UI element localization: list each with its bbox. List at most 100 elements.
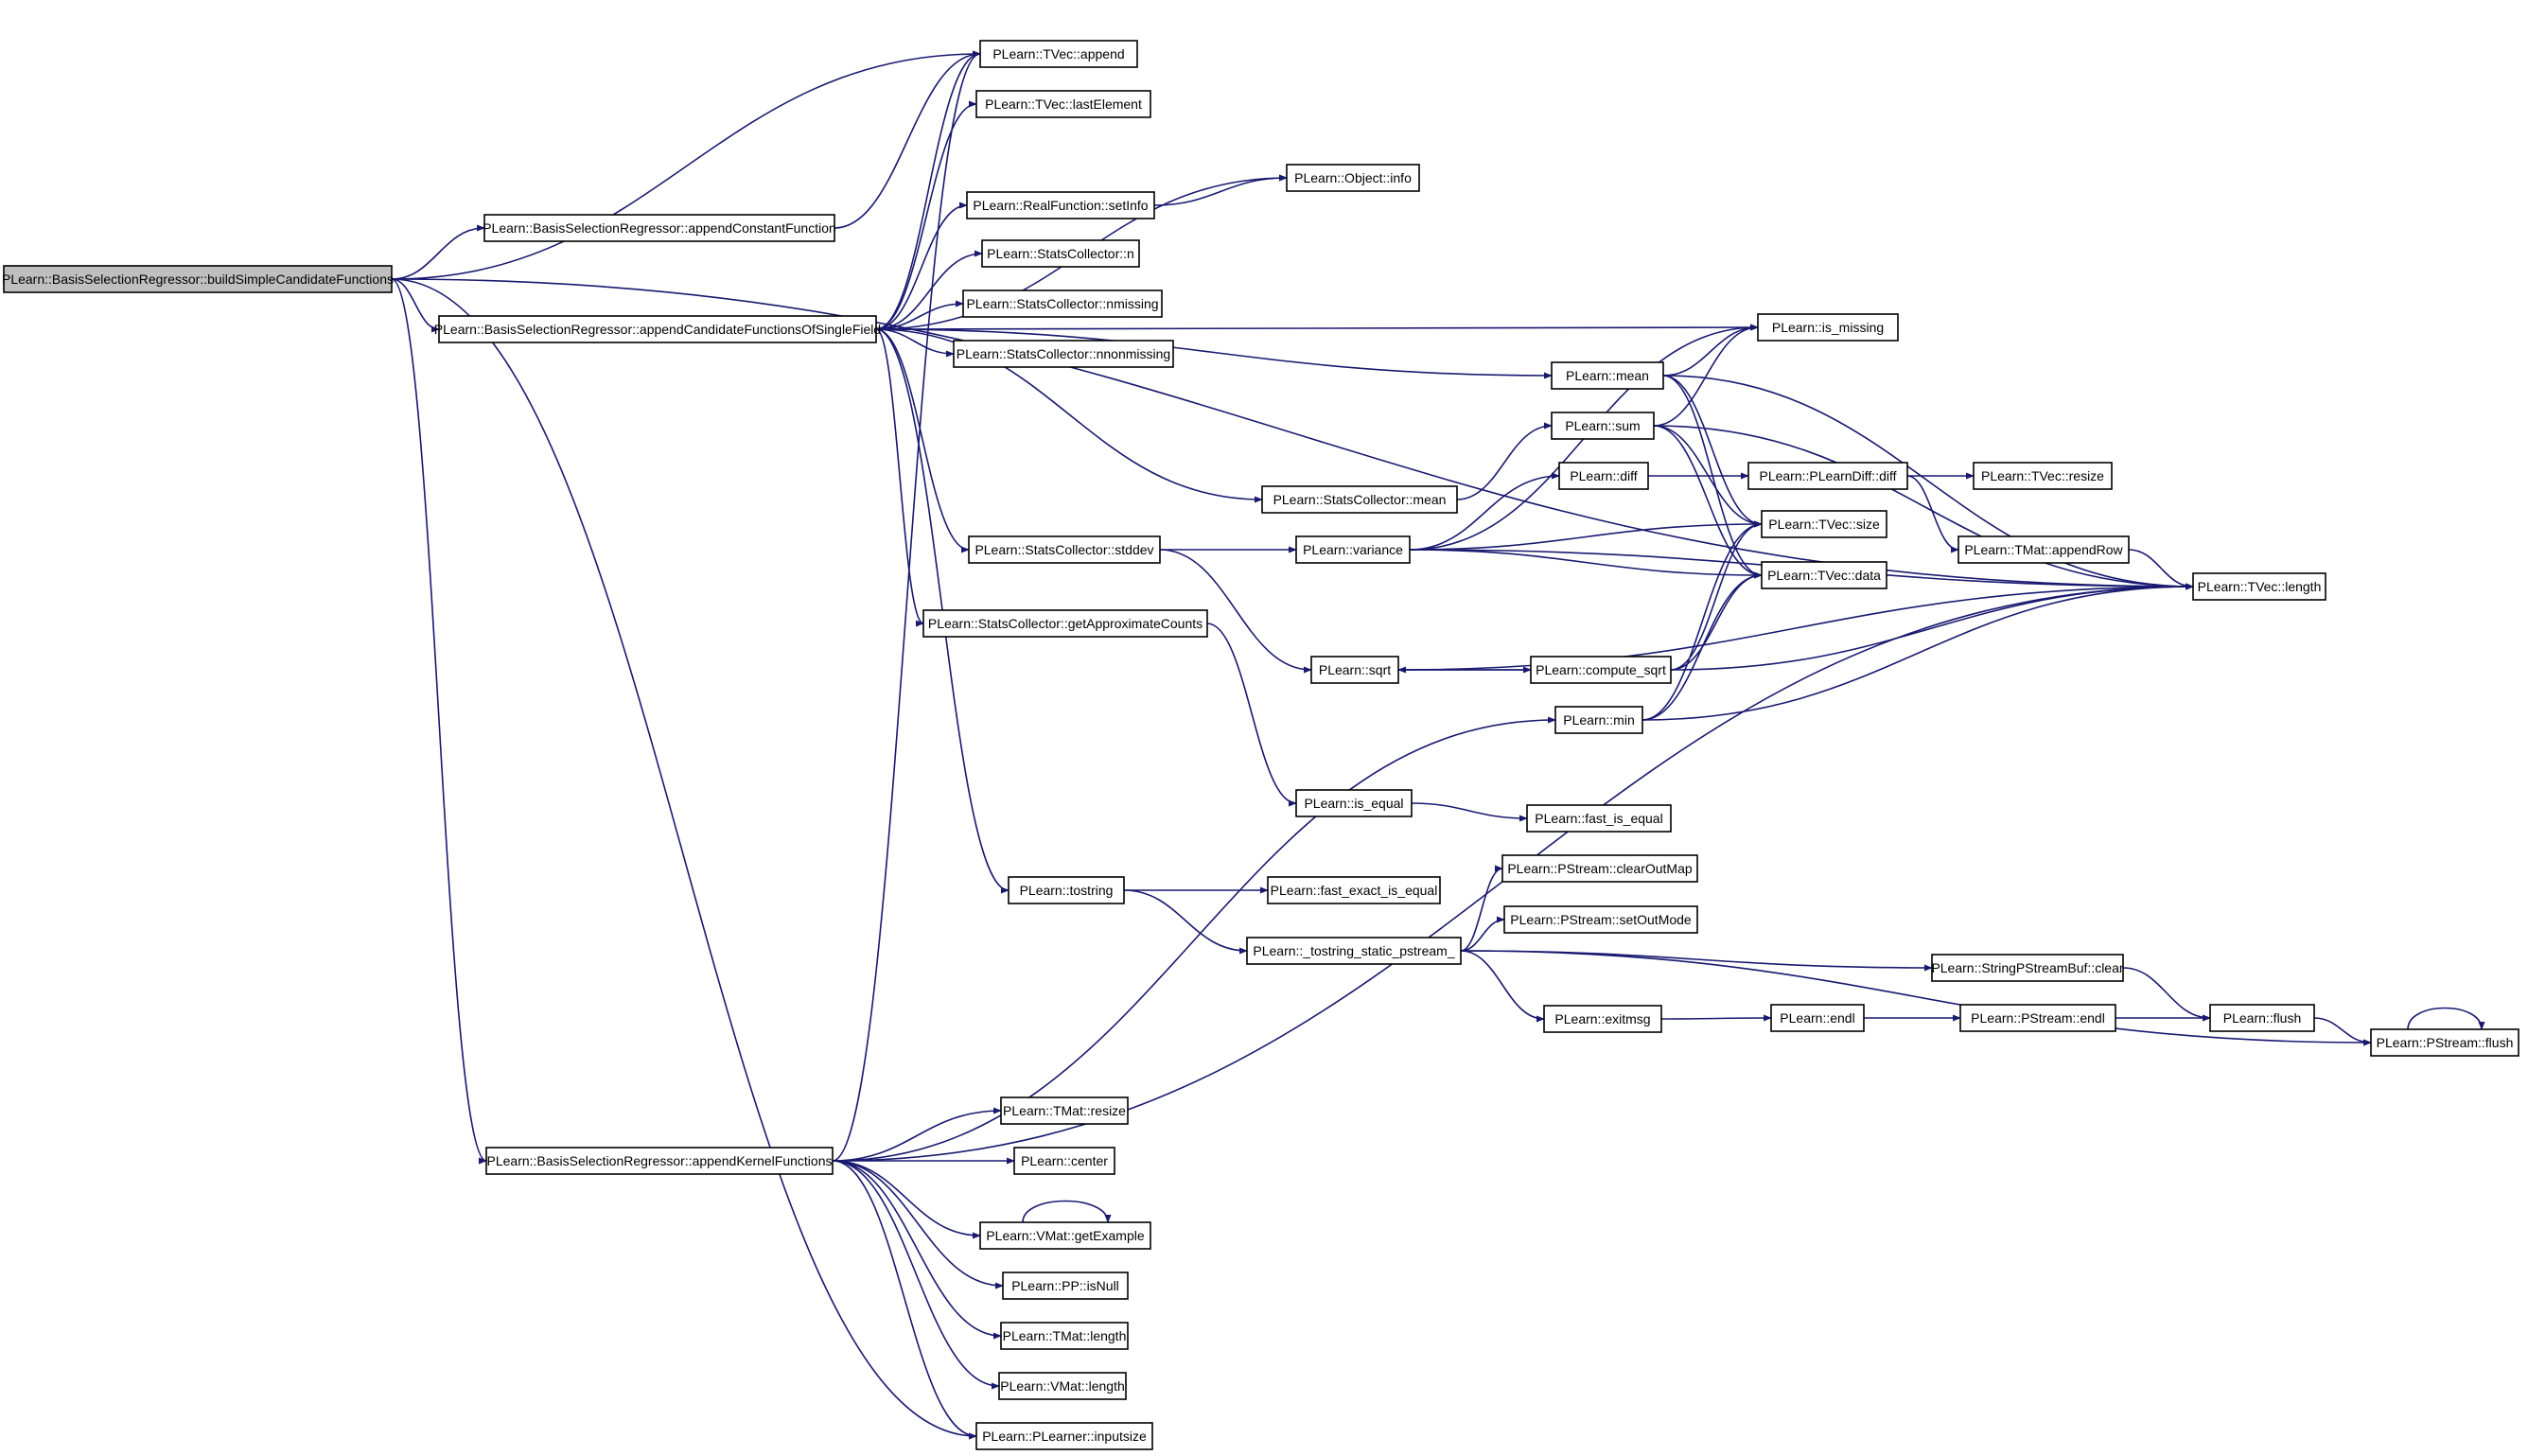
- edge-sum-to-tvecData: [1653, 425, 1763, 579]
- node-box: [981, 239, 1140, 268]
- node-computeSqrt[interactable]: PLearn::compute_sqrt: [1530, 656, 1672, 684]
- node-psSetOut[interactable]: PLearn::PStream::setOutMode: [1503, 905, 1698, 934]
- node-vmatLength[interactable]: PLearn::VMat::length: [998, 1372, 1127, 1400]
- node-mean[interactable]: PLearn::mean: [1551, 361, 1664, 390]
- node-box: [2370, 1028, 2519, 1057]
- node-tvecResize[interactable]: PLearn::TVec::resize: [1973, 462, 2113, 490]
- node-inputsize[interactable]: PLearn::PLearner::inputsize: [975, 1422, 1153, 1450]
- edge-scStddev-to-sqrt: [1159, 549, 1312, 674]
- node-flush[interactable]: PLearn::flush: [2209, 1004, 2315, 1032]
- node-label: PLearn::endl: [1780, 1010, 1854, 1026]
- node-box: [2192, 572, 2326, 601]
- node-box: [1503, 905, 1698, 934]
- node-label: PLearn::PLearner::inputsize: [982, 1429, 1147, 1444]
- edge-path: [2313, 1017, 2372, 1046]
- node-objInfo[interactable]: PLearn::Object::info: [1286, 164, 1420, 192]
- node-tvecLast[interactable]: PLearn::TVec::lastElement: [975, 90, 1151, 118]
- edge-rfSetInfo-to-objInfo: [1153, 174, 1288, 206]
- node-center[interactable]: PLearn::center: [1013, 1147, 1115, 1175]
- node-label: PLearn::StatsCollector::getApproximateCo…: [928, 616, 1203, 631]
- node-scApprox[interactable]: PLearn::StatsCollector::getApproximateCo…: [922, 609, 1208, 638]
- node-label: PLearn::StatsCollector::nmissing: [966, 296, 1158, 311]
- node-tmatAppendRow[interactable]: PLearn::TMat::appendRow: [1957, 535, 2130, 564]
- edge-exitmsg-to-endl: [1660, 1014, 1772, 1022]
- node-diff[interactable]: PLearn::diff: [1558, 462, 1649, 490]
- edge-path: [875, 328, 924, 627]
- node-fastExact[interactable]: PLearn::fast_exact_is_equal: [1267, 876, 1441, 904]
- edge-path: [391, 50, 981, 280]
- node-endl[interactable]: PLearn::endl: [1770, 1004, 1865, 1032]
- node-box: [438, 315, 877, 343]
- node-root[interactable]: PLearn::BasisSelectionRegressor::buildSi…: [2, 265, 394, 293]
- node-label: PLearn::PStream::setOutMode: [1510, 912, 1692, 927]
- node-ppIsNull[interactable]: PLearn::PP::isNull: [1002, 1272, 1129, 1300]
- node-psFlush[interactable]: PLearn::PStream::flush: [2370, 1028, 2519, 1057]
- node-box: [1959, 1004, 2116, 1032]
- node-appendCand[interactable]: PLearn::BasisSelectionRegressor::appendC…: [434, 315, 881, 343]
- node-variance[interactable]: PLearn::variance: [1295, 535, 1411, 564]
- node-tvecData[interactable]: PLearn::TVec::data: [1761, 561, 1887, 589]
- edge-path: [1662, 375, 1763, 528]
- edge-path: [1460, 950, 2372, 1046]
- node-psClearOut[interactable]: PLearn::PStream::clearOutMap: [1501, 854, 1698, 883]
- node-tostring[interactable]: PLearn::tostring: [1008, 876, 1125, 904]
- node-label: PLearn::PStream::endl: [1971, 1010, 2105, 1026]
- edge-path: [832, 1160, 1000, 1390]
- node-scNmissing[interactable]: PLearn::StatsCollector::nmissing: [962, 289, 1163, 318]
- edge-tostringStatic-to-exitmsg: [1460, 950, 1545, 1023]
- node-scStddev[interactable]: PLearn::StatsCollector::stddev: [968, 535, 1161, 564]
- node-isMissing[interactable]: PLearn::is_missing: [1757, 313, 1899, 342]
- node-box: [1931, 954, 2124, 982]
- edge-appendKernel-to-tmatLength: [832, 1160, 1002, 1340]
- edge-root-to-appendCand: [391, 278, 440, 333]
- node-box: [1558, 462, 1649, 490]
- edge-path: [1460, 865, 1503, 952]
- node-isEqual[interactable]: PLearn::is_equal: [1295, 789, 1413, 817]
- edge-path: [875, 328, 1553, 379]
- node-tmatResize[interactable]: PLearn::TMat::resize: [1000, 1096, 1129, 1125]
- node-label: PLearn::BasisSelectionRegressor::appendC…: [483, 220, 836, 236]
- edge-path: [1670, 520, 1763, 671]
- edge-path: [1906, 475, 1959, 553]
- edge-tostringStatic-to-psSetOut: [1460, 916, 1505, 952]
- node-label: PLearn::variance: [1303, 542, 1403, 557]
- node-tvecSize[interactable]: PLearn::TVec::size: [1761, 510, 1887, 538]
- node-spbClear[interactable]: PLearn::StringPStreamBuf::clear: [1931, 954, 2124, 982]
- edge-path: [1662, 375, 2194, 590]
- node-appendKernel[interactable]: PLearn::BasisSelectionRegressor::appendK…: [485, 1147, 834, 1175]
- edge-flush-to-psFlush: [2313, 1017, 2372, 1046]
- node-rfSetInfo[interactable]: PLearn::RealFunction::setInfo: [966, 191, 1155, 219]
- edge-path: [1460, 950, 1933, 972]
- node-appendConst[interactable]: PLearn::BasisSelectionRegressor::appendC…: [483, 214, 836, 242]
- edge-mean-to-tvecLength: [1662, 375, 2194, 590]
- node-scN[interactable]: PLearn::StatsCollector::n: [981, 239, 1140, 268]
- edge-path: [1660, 1014, 1772, 1022]
- node-box: [998, 1372, 1127, 1400]
- node-scNnon[interactable]: PLearn::StatsCollector::nnonmissing: [953, 340, 1174, 368]
- edge-variance-to-tvecSize: [1409, 520, 1763, 551]
- node-sqrt[interactable]: PLearn::sqrt: [1310, 656, 1399, 684]
- node-vmatGetEx[interactable]: PLearn::VMat::getExample: [979, 1221, 1151, 1250]
- node-min[interactable]: PLearn::min: [1554, 706, 1643, 734]
- edge-mean-to-isMissing: [1662, 324, 1759, 377]
- node-tvecAppend[interactable]: PLearn::TVec::append: [979, 40, 1138, 68]
- node-box: [1246, 937, 1462, 965]
- node-sum[interactable]: PLearn::sum: [1551, 412, 1655, 440]
- node-psEndl[interactable]: PLearn::PStream::endl: [1959, 1004, 2116, 1032]
- edge-sum-to-isMissing: [1653, 324, 1759, 427]
- node-tostringStatic[interactable]: PLearn::_tostring_static_pstream_: [1246, 937, 1462, 965]
- edge-path: [1123, 889, 1248, 955]
- edge-path: [834, 50, 981, 229]
- node-plDiff[interactable]: PLearn::PLearnDiff::diff: [1747, 462, 1908, 490]
- node-tvecLength[interactable]: PLearn::TVec::length: [2192, 572, 2326, 601]
- edge-path: [832, 1107, 1002, 1162]
- node-tmatLength[interactable]: PLearn::TMat::length: [1000, 1322, 1129, 1350]
- node-box: [1000, 1096, 1129, 1125]
- node-label: PLearn::BasisSelectionRegressor::appendK…: [487, 1153, 833, 1168]
- edge-root-to-inputsize: [391, 278, 977, 1440]
- node-box: [1551, 361, 1664, 390]
- node-scMean[interactable]: PLearn::StatsCollector::mean: [1261, 485, 1458, 514]
- edge-appendCand-to-scStddev: [875, 328, 970, 553]
- node-fastIsEqual[interactable]: PLearn::fast_is_equal: [1526, 804, 1672, 833]
- node-exitmsg[interactable]: PLearn::exitmsg: [1543, 1005, 1662, 1033]
